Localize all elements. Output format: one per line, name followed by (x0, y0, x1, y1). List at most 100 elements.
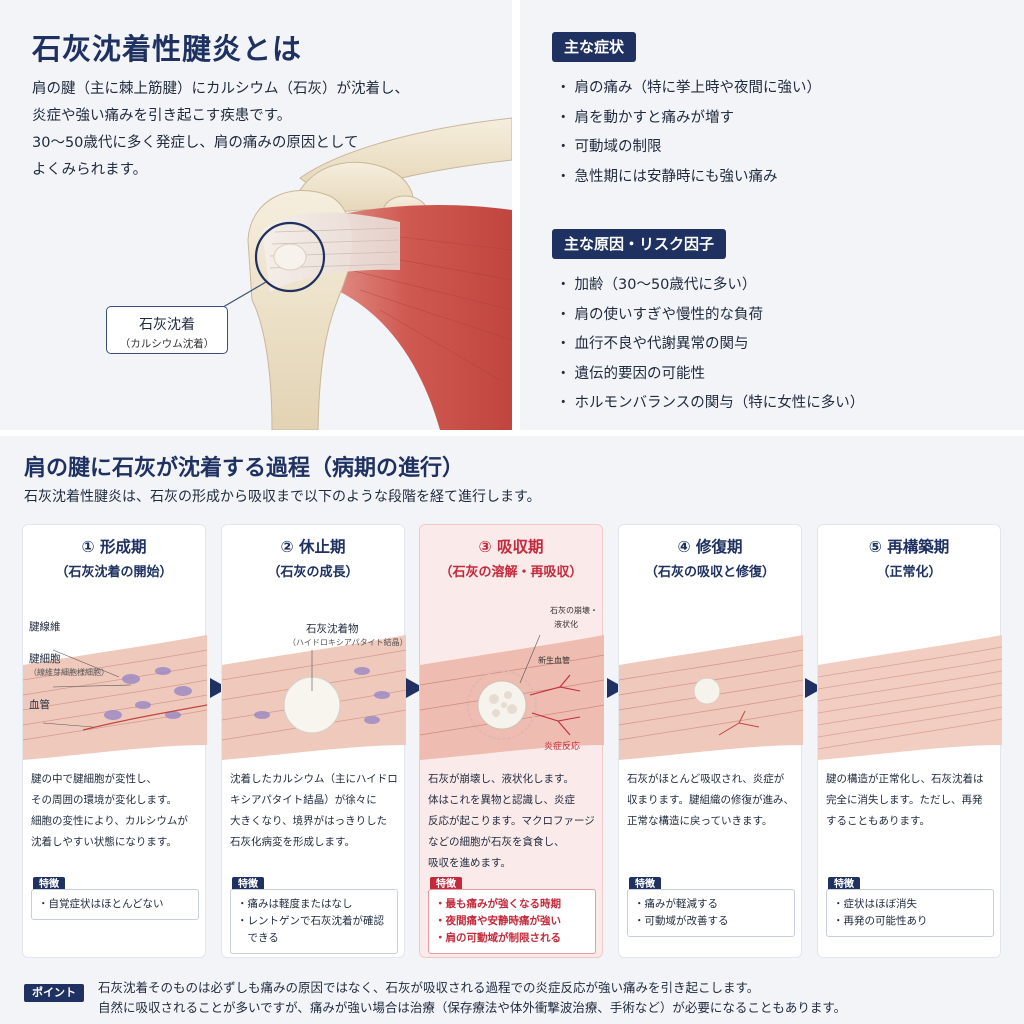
stage-title: ② 休止期 (280, 538, 346, 556)
stage-remodeling: ⑤ 再構築期 （正常化） 腱の構造が正常化し、石灰沈着は 完全に消失します。ただ… (817, 524, 1002, 958)
stage-description: 石灰が崩壊し、液状化します。 体はこれを異物と認識し、炎症 反応が起こります。マ… (428, 769, 600, 874)
desc-line: 沈着しやすい状態になります。 (31, 836, 177, 848)
stage-title: ③ 吸収期 (478, 538, 544, 556)
point-line: 石灰沈着そのものは必ずしも痛みの原因ではなく、石灰が吸収される過程での炎症反応が… (98, 980, 760, 995)
feature-box: ・症状はほぼ消失 ・再発の可能性あり (826, 889, 994, 937)
causes-heading: 主な原因・リスク因子 (552, 229, 727, 259)
desc-line: することもあります。 (826, 815, 930, 827)
label-inflammation: 炎症反応 (544, 742, 581, 752)
stage-title: ④ 修復期 (677, 538, 743, 556)
stage-description: 腱の構造が正常化し、石灰沈着は 完全に消失します。ただし、再発 することもありま… (826, 769, 998, 832)
feature-item: できる (237, 932, 279, 944)
feature-box: ・最も痛みが強くなる時期 ・夜間痛や安静時痛が強い ・肩の可動域が制限される (428, 889, 596, 954)
desc-line: 大きくなり、境界がはっきりした (230, 815, 388, 827)
stage-subtitle: （石灰の成長） (267, 565, 359, 580)
arrow-right-icon (607, 678, 625, 698)
desc-line: その周囲の環境が変化します。 (31, 794, 177, 806)
feature-item: ・痛みが軽減する (634, 898, 718, 910)
intro-line: よくみられます。 (32, 162, 148, 178)
symptom-item: 肩の痛み（特に挙上時や夜間に強い） (556, 74, 822, 104)
label-deposit: 石灰沈着物 (306, 623, 359, 635)
label-vessel: 血管 (29, 699, 50, 711)
desc-line: 体はこれを異物と認識し、炎症 (428, 794, 575, 806)
page-title: 石灰沈着性腱炎とは (32, 32, 303, 66)
tendon-repair-illustration (619, 635, 803, 760)
desc-line: 腱の中で腱細胞が変性し、 (31, 773, 157, 785)
label-neovessel: 新生血管 (538, 656, 570, 665)
stage-description: 沈着したカルシウム（主にハイドロ キシアパタイト結晶）が徐々に 大きくなり、境界… (230, 769, 402, 853)
feature-box: ・自覚症状はほとんどない (31, 889, 199, 920)
desc-line: 細胞の変性により、カルシウムが (31, 815, 188, 827)
intro-line: 30〜50歳代に多く発症し、肩の痛みの原因として (32, 135, 359, 151)
desc-line: 吸収を進めます。 (428, 857, 511, 869)
symptoms-causes-panel: 主な症状 肩の痛み（特に挙上時や夜間に強い） 肩を動かすと痛みが増す 可動域の制… (520, 0, 1024, 430)
process-subtitle: 石灰沈着性腱炎は、石灰の形成から吸収まで以下のような段階を経て進行します。 (24, 489, 541, 505)
intro-line: 炎症や強い痛みを引き起こす疾患です。 (32, 108, 292, 124)
point-line: 自然に吸収されることが多いですが、痛みが強い場合は治療（保存療法や体外衝撃波治療… (98, 1000, 847, 1015)
symptoms-heading: 主な症状 (552, 32, 637, 62)
symptom-item: 肩を動かすと痛みが増す (556, 104, 821, 134)
shoulder-anatomy-illustration (217, 117, 512, 430)
stage-title: ⑤ 再構築期 (868, 538, 950, 556)
calcification-callout: 石灰沈着 （カルシウム沈着） (106, 306, 228, 354)
cause-item: ホルモンバランスの関与（特に女性に多い） (556, 389, 865, 419)
desc-line: 正常な構造に戻っていきます。 (627, 815, 773, 827)
desc-line: などの細胞が石灰を貪食し、 (428, 836, 565, 848)
desc-line: 石灰化病変を形成します。 (230, 836, 355, 848)
cause-item: 加齢（30〜50歳代に多い） (556, 271, 864, 301)
feature-item: ・夜間痛や安静時痛が強い (435, 915, 561, 927)
desc-line: キシアパタイト結晶）が徐々に (230, 794, 377, 806)
label-hydroxyapatite: （ハイドロキシアパタイト結晶） (288, 638, 408, 647)
tendon-remodeling-illustration (818, 635, 1002, 760)
feature-item: ・症状はほぼ消失 (833, 898, 917, 910)
stage-title: ① 形成期 (81, 538, 147, 556)
intro-line: 肩の腱（主に棘上筋腱）にカルシウム（石灰）が沈着し、 (32, 81, 409, 97)
stage-subtitle: （正常化） (876, 565, 942, 580)
stage-description: 腱の中で腱細胞が変性し、 その周囲の環境が変化します。 細胞の変性により、カルシ… (31, 769, 203, 853)
feature-item: ・肩の可動域が制限される (435, 932, 561, 944)
cause-item: 遺伝的要因の可能性 (556, 360, 864, 390)
feature-box: ・痛みは軽度またはなし ・レントゲンで石灰沈着が確認 できる (230, 889, 398, 954)
cause-item: 血行不良や代謝異常の関与 (556, 330, 864, 360)
stage-description: 石灰がほとんど吸収され、炎症が 収まります。腱組織の修復が進み、 正常な構造に戻… (627, 769, 799, 832)
vertical-divider (512, 0, 520, 430)
desc-line: 腱の構造が正常化し、石灰沈着は (826, 773, 984, 785)
stage-subtitle: （石灰沈着の開始） (55, 565, 173, 580)
callout-sublabel: （カルシウム沈着） (119, 338, 215, 350)
tendon-resting-illustration (222, 635, 406, 760)
desc-line: 完全に消失します。ただし、再発 (826, 794, 983, 806)
horizontal-divider (0, 430, 1024, 436)
intro-text: 肩の腱（主に棘上筋腱）にカルシウム（石灰）が沈着し、 炎症や強い痛みを引き起こす… (32, 76, 472, 184)
point-tag: ポイント (24, 984, 84, 1002)
stage-subtitle: （石灰の溶解・再吸収） (439, 565, 583, 580)
stage-repair: ④ 修復期 （石灰の吸収と修復） 石灰がほとんど吸収され、炎症が 収まります。腱… (618, 524, 803, 958)
desc-line: 収まります。腱組織の修復が進み、 (627, 794, 794, 806)
feature-item: ・最も痛みが強くなる時期 (435, 898, 561, 910)
symptoms-list: 肩の痛み（特に挙上時や夜間に強い） 肩を動かすと痛みが増す 可動域の制限 急性期… (556, 74, 822, 193)
arrow-right-icon (805, 678, 823, 698)
tendon-resorption-illustration (420, 634, 604, 760)
callout-label: 石灰沈着 (139, 317, 195, 333)
label-liquefaction: 液状化 (554, 620, 578, 629)
tendon-formation-illustration (23, 635, 207, 760)
label-tendon-cell: 腱細胞 (29, 653, 61, 665)
stage-subtitle: （石灰の吸収と修復） (644, 565, 775, 580)
desc-line: 反応が起こります。マクロファージ (428, 815, 595, 827)
feature-item: ・可動域が改善する (634, 915, 729, 927)
overview-panel: 石灰沈着性腱炎とは 肩の腱（主に棘上筋腱）にカルシウム（石灰）が沈着し、 炎症や… (0, 0, 512, 430)
stage-resorption: ③ 吸収期 （石灰の溶解・再吸収） 石灰の崩壊・ 液状化 新生血管 炎症反 (419, 524, 604, 958)
desc-line: 石灰が崩壊し、液状化します。 (428, 773, 574, 785)
process-panel: 肩の腱に石灰が沈着する過程（病期の進行） 石灰沈着性腱炎は、石灰の形成から吸収ま… (0, 436, 1024, 1024)
symptom-item: 可動域の制限 (556, 133, 821, 163)
feature-item: ・自覚症状はほとんどない (38, 898, 164, 910)
feature-item: ・再発の可能性あり (833, 915, 928, 927)
stage-resting: ② 休止期 （石灰の成長） 石灰沈着物 （ハイドロキシアパタイト結晶） 沈着した… (221, 524, 408, 958)
symptom-item: 急性期には安静時にも強い痛み (556, 163, 821, 193)
arrow-right-icon (406, 678, 424, 698)
point-text: 石灰沈着そのものは必ずしも痛みの原因ではなく、石灰が吸収される過程での炎症反応が… (98, 978, 846, 1018)
arrow-right-icon (210, 678, 228, 698)
causes-list: 加齢（30〜50歳代に多い） 肩の使いすぎや慢性的な負荷 血行不良や代謝異常の関… (556, 271, 865, 419)
label-tendon-fiber: 腱線維 (29, 621, 61, 633)
cause-item: 肩の使いすぎや慢性的な負荷 (556, 301, 864, 331)
feature-item: ・痛みは軽度またはなし (237, 898, 353, 910)
